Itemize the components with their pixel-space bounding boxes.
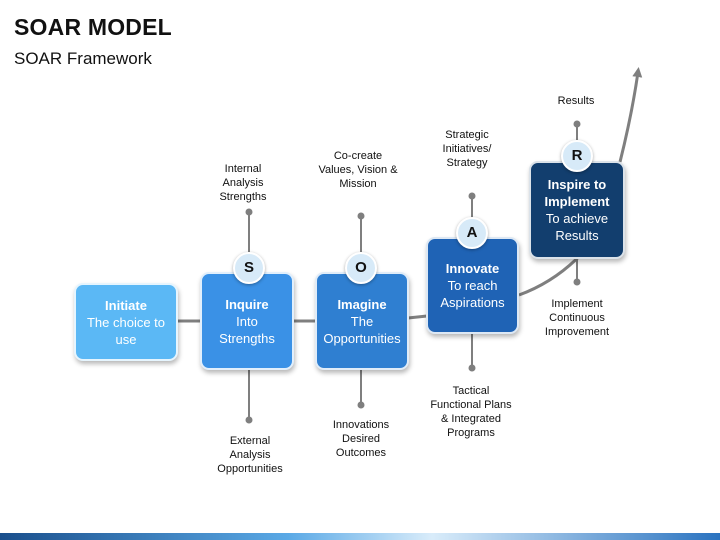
inquire-box: Inquire Into Strengths <box>200 272 294 370</box>
note-a-top: Strategic Initiatives/ Strategy <box>442 129 492 169</box>
inspire-line1: To achieve <box>545 211 609 226</box>
inquire-line2: Strengths <box>219 330 275 346</box>
innovate-line1: To reach <box>447 278 498 293</box>
inspire-line2: Results <box>555 228 599 243</box>
note-r-top: Results <box>557 95 595 107</box>
innovate-line2: Aspirations <box>440 295 505 310</box>
note-o-bottom: Innovations Desired Outcomes <box>332 419 390 459</box>
innovate-box: Innovate To reach Aspirations <box>426 237 519 334</box>
note-a-bottom: Tactical Functional Plans & Integrated P… <box>430 385 512 439</box>
page-title: SOAR MODEL <box>14 14 172 40</box>
connector-imagine-innovate <box>407 314 428 320</box>
growth-arrow-head <box>618 67 643 163</box>
initiate-line1: The choice to <box>86 314 166 330</box>
initiate-line2: use <box>115 331 137 347</box>
footer-accent-bar <box>0 533 720 540</box>
inspire-title-2: Implement <box>544 194 610 209</box>
imagine-line2: Opportunities <box>323 330 401 346</box>
initiate-box: Initiate The choice to use <box>74 283 178 361</box>
inspire-box: Inspire to Implement To achieve Results <box>529 161 625 259</box>
note-r-bottom: Implement Continuous Improvement <box>544 298 610 338</box>
letter-r-badge: R <box>561 140 593 172</box>
initiate-title: Initiate <box>105 297 147 313</box>
imagine-box: Imagine The Opportunities <box>315 272 409 370</box>
imagine-title: Imagine <box>337 296 387 312</box>
inspire-title-1: Inspire to <box>547 177 607 192</box>
letter-a-badge: A <box>456 217 488 249</box>
letter-s-badge: S <box>233 252 265 284</box>
note-s-bottom: External Analysis Opportunities <box>217 435 283 475</box>
letter-o-badge: O <box>345 252 377 284</box>
page-subtitle: SOAR Framework <box>14 49 152 68</box>
note-s-top: Internal Analysis Strengths <box>219 163 267 203</box>
imagine-line1: The <box>350 313 374 329</box>
inquire-title: Inquire <box>225 296 269 312</box>
innovate-title: Innovate <box>445 261 500 276</box>
note-o-top: Co-create Values, Vision & Mission <box>318 150 398 190</box>
inquire-line1: Into <box>236 313 258 329</box>
